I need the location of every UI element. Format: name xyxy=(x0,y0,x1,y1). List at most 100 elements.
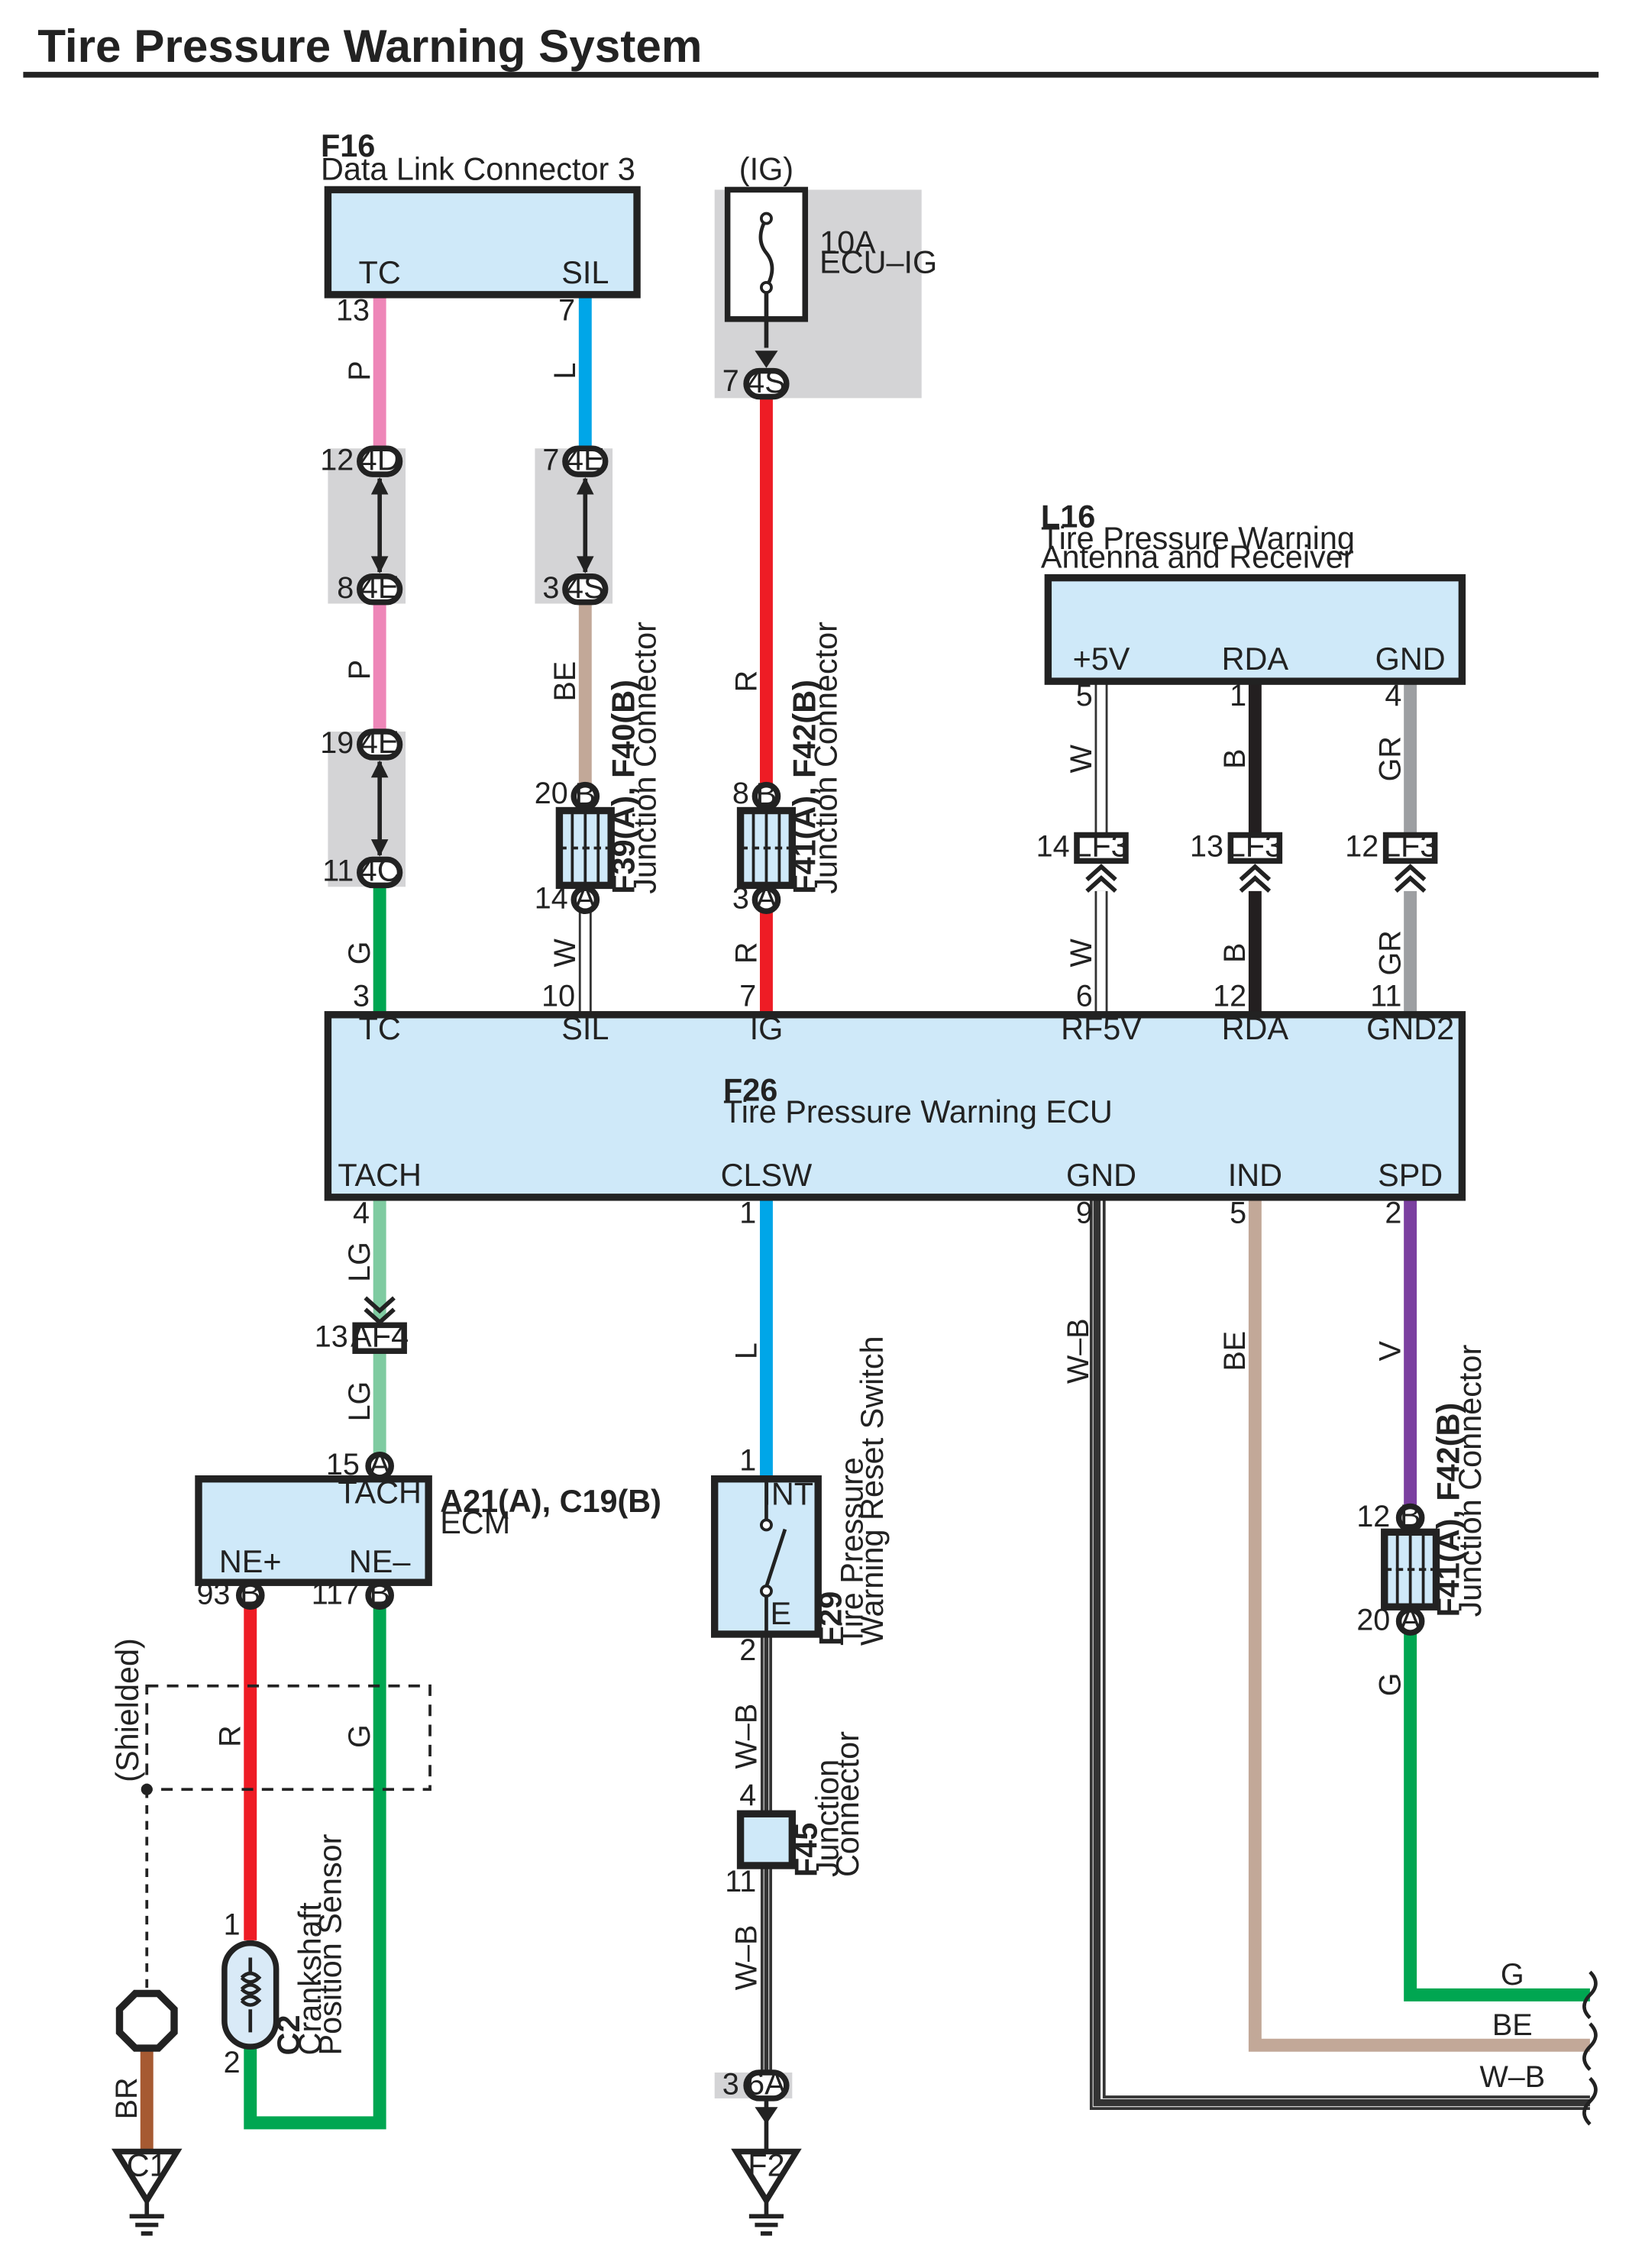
circ-b-5 xyxy=(1395,1503,1425,1533)
f26-pin-rf5v: RF5V xyxy=(1061,1011,1142,1046)
f26-tire-pressure-ecu xyxy=(324,1011,1466,1201)
fuse-rating: 10A xyxy=(819,225,876,260)
tag-4e-a: 4E xyxy=(360,570,399,605)
wlabel-b2: B xyxy=(1218,943,1252,963)
circ-a-2 xyxy=(751,885,781,915)
wlabel-p1: P xyxy=(343,360,377,380)
jarrow-1-up xyxy=(370,477,389,495)
ground-c1-symbol xyxy=(111,2148,183,2236)
pin-15: 15 xyxy=(326,1448,360,1481)
f45-code: F45 xyxy=(788,1823,823,1877)
tag-4s-a: 4S xyxy=(566,570,605,605)
pin-7c: 7 xyxy=(542,443,559,477)
l16-pin-rda: RDA xyxy=(1222,641,1289,677)
pin-93: 93 xyxy=(196,1577,230,1611)
pin-11c: 11 xyxy=(725,1865,756,1898)
connector-tags-rect: LF3 LF3 LF3 AF4 xyxy=(351,829,1438,1354)
wlabel-l1: L xyxy=(548,363,582,380)
wlabel-r3: R xyxy=(214,1725,247,1747)
circ-b-1-label: B xyxy=(574,777,596,812)
f16-pin-tc: TC xyxy=(359,255,401,290)
ecm-pin-ne-minus: NE– xyxy=(349,1544,411,1579)
ground-f2-symbol xyxy=(731,2098,802,2236)
jc3-code: F41(A), F42(B) xyxy=(1431,1403,1466,1617)
wire-wb-gnd-mid xyxy=(1093,1197,1590,2107)
jc2-name: Junction Connector xyxy=(809,622,844,894)
f45-name-2: Connector xyxy=(830,1731,865,1877)
f45-name-1: Junction xyxy=(810,1759,845,1877)
tag-4d-box xyxy=(357,445,403,477)
tag-af4-box xyxy=(352,1322,407,1354)
tag-4e-a-box xyxy=(357,573,403,606)
pin-20b: 20 xyxy=(1356,1603,1390,1636)
ecm-box xyxy=(195,1475,432,1586)
switch-lever-icon xyxy=(764,1528,787,1588)
f26-pin-ind: IND xyxy=(1228,1158,1282,1193)
wlabel-lg2: LG xyxy=(343,1381,377,1422)
jarrow-2-down xyxy=(577,556,594,573)
wlabel-lg1: LG xyxy=(343,1242,377,1282)
pin-117: 117 xyxy=(312,1577,360,1611)
wlabel-wb2: W–B xyxy=(729,1704,763,1769)
pin-7a: 7 xyxy=(558,294,575,328)
wlabel-r2: R xyxy=(729,942,763,964)
ecm-name: ECM xyxy=(440,1505,510,1540)
wlabel-be2: BE xyxy=(1218,1331,1252,1371)
l16-name-1: Tire Pressure Warning xyxy=(1041,521,1355,556)
pin-13: 13 xyxy=(336,294,370,328)
pin-5a: 5 xyxy=(1076,679,1093,712)
page-title: Tire Pressure Warning System xyxy=(37,20,702,72)
ground-f2-triangle xyxy=(731,2148,802,2206)
circ-a-5-label: A xyxy=(1400,1601,1421,1636)
fuse-arrow xyxy=(755,351,778,368)
ground-c1-triangle xyxy=(111,2148,183,2206)
ecm-code: A21(A), C19(B) xyxy=(440,1484,661,1519)
pin-12b: 12 xyxy=(1345,830,1379,864)
f26-pin-tach: TACH xyxy=(338,1158,422,1193)
c2-name-1: Crankshaft xyxy=(293,1902,328,2056)
wires xyxy=(140,294,1590,2152)
switch-pin-e: E xyxy=(770,1596,791,1631)
pin-14b: 14 xyxy=(1036,830,1070,864)
tag-4c: 4C xyxy=(360,853,400,888)
f26-pin-gnd2: GND2 xyxy=(1366,1011,1454,1046)
f45-label: F45 Junction Connector xyxy=(788,1731,865,1877)
fuse-terminal-top xyxy=(759,212,773,225)
jc2-code: F41(A), F42(B) xyxy=(787,680,822,894)
connector-tags-oval: 4D 4E 4E 4S 4S 4E 4C 6A xyxy=(357,364,790,2102)
pin-10: 10 xyxy=(541,979,575,1013)
chevron-lf3-a xyxy=(1085,864,1117,893)
wlabel-wb1: W–B xyxy=(1062,1318,1095,1384)
wlabel-g1: G xyxy=(343,941,377,964)
l16-antenna-receiver xyxy=(1044,573,1466,685)
wire-green-spd xyxy=(1404,1627,1590,2001)
tag-lf3-b-box xyxy=(1227,832,1283,864)
pin-3b: 3 xyxy=(732,882,749,916)
switch-code: F29 xyxy=(813,1591,848,1646)
tag-4c-box xyxy=(357,856,403,889)
f26-pin-sil: SIL xyxy=(561,1011,609,1046)
l16-pin-5v: +5V xyxy=(1073,641,1130,677)
wlabel-out-be: BE xyxy=(1492,2008,1533,2042)
wlabel-l2: L xyxy=(729,1342,763,1359)
circ-a-5 xyxy=(1395,1607,1425,1636)
connector-tags-circle: B A B A A B B B A xyxy=(235,777,1425,1636)
pin-14a: 14 xyxy=(535,882,568,916)
jarrow-2-up xyxy=(577,477,594,495)
wlabel-v: V xyxy=(1373,1340,1407,1361)
jc1-code: F39(A), F40(B) xyxy=(606,680,641,894)
switch-pin-int: INT xyxy=(762,1477,813,1512)
chevron-lf3-c xyxy=(1394,864,1427,893)
fuse-power-label: (IG) xyxy=(739,151,793,186)
tag-4e-c-box xyxy=(357,729,403,761)
f16-pin-sil: SIL xyxy=(561,255,609,290)
fuse-icon xyxy=(758,217,774,289)
tag-4s-b-box xyxy=(743,367,790,400)
shield-box xyxy=(145,1684,431,1791)
jarrow-1-down xyxy=(370,556,389,573)
wlabel-gr1: GR xyxy=(1373,736,1407,781)
f26-pin-ig: IG xyxy=(750,1011,784,1046)
wire-wb-gnd-inner xyxy=(1102,1197,1590,2098)
pin-8a: 8 xyxy=(337,571,354,605)
wlabel-wb3: W–B xyxy=(729,1925,763,1991)
